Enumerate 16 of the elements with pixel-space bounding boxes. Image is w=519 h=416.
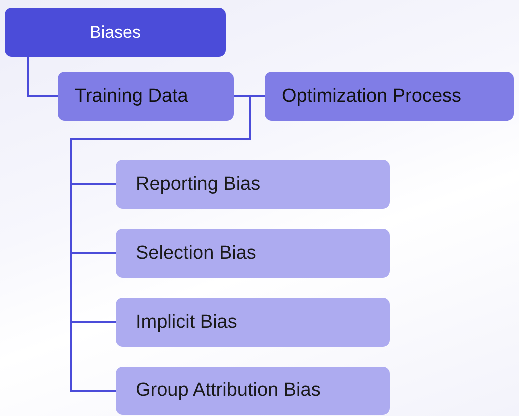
- category-box: [116, 229, 390, 278]
- box-label: Selection Bias: [136, 242, 256, 264]
- box-label: Reporting Bias: [136, 174, 261, 196]
- category-box: [5, 8, 226, 57]
- category-box: [265, 72, 514, 121]
- category-box: [116, 160, 390, 209]
- category-box: [116, 367, 390, 415]
- connector-line: [27, 57, 58, 98]
- box-label: Group Attribution Bias: [136, 380, 321, 402]
- category-box: [58, 72, 234, 121]
- box-label: Biases: [90, 22, 142, 42]
- box-label: Implicit Bias: [136, 312, 238, 334]
- box-label: Optimization Process: [282, 86, 462, 108]
- category-box: [116, 298, 390, 347]
- box-label: Training Data: [75, 86, 188, 108]
- connector-line: [70, 96, 251, 392]
